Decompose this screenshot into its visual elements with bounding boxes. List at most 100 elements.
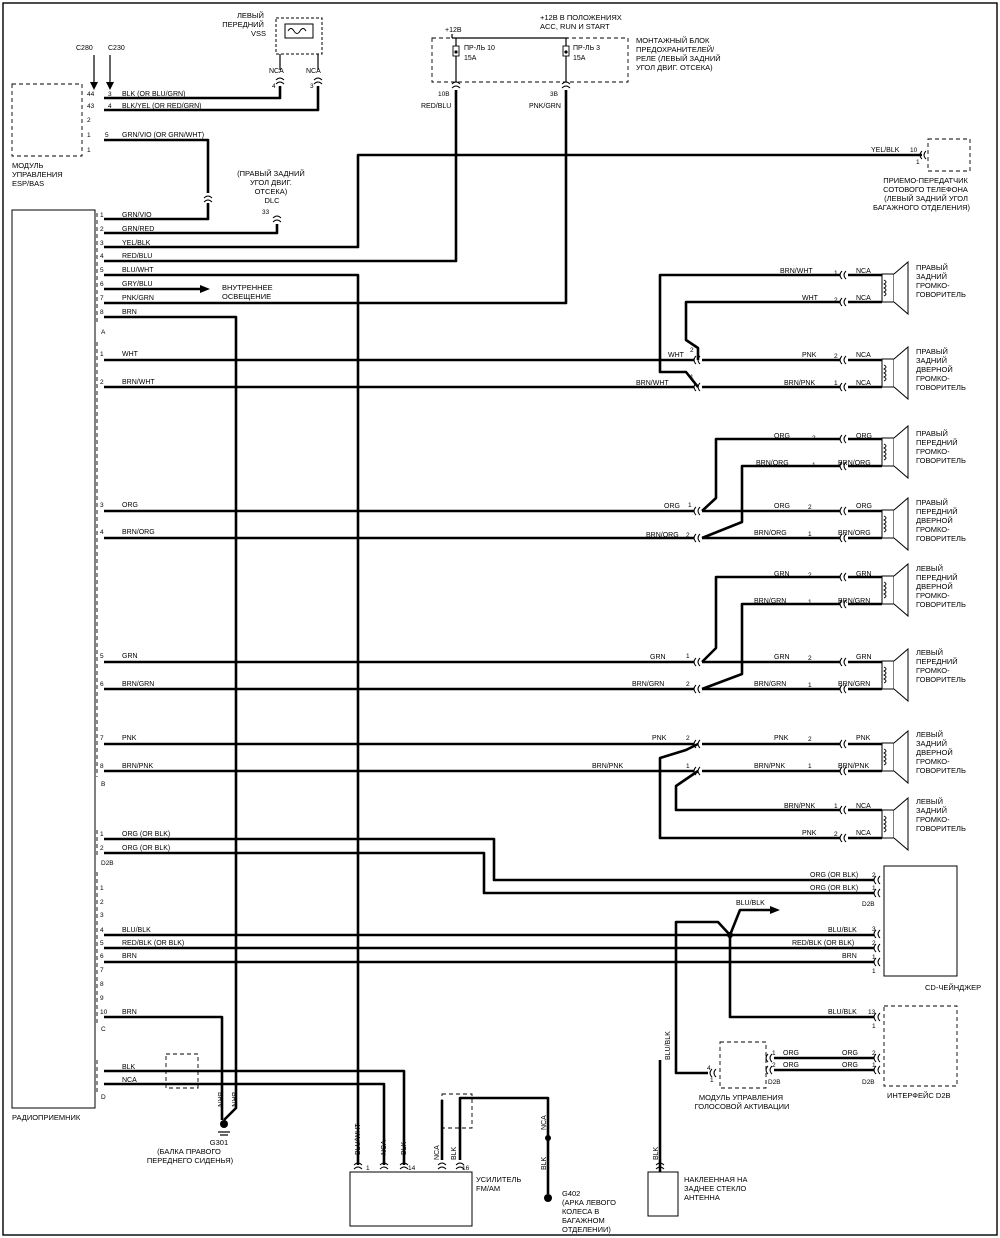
svg-text:BRN/WHT: BRN/WHT	[122, 379, 155, 386]
speaker-icon-rf	[881, 425, 909, 479]
lf-brn-grn-end: BRN/GRN	[838, 681, 870, 688]
wire-rf-org	[701, 437, 840, 512]
rrd-pnk-label: PNK	[802, 352, 817, 359]
amplifier-label: УСИЛИТЕЛЬ FM/AM	[476, 1175, 523, 1193]
fuse-block-label: МОНТАЖНЫЙ БЛОК ПРЕДОХРАНИТЕЛЕЙ/ РЕЛЕ (ЛЕ…	[636, 36, 723, 72]
svg-text:1: 1	[100, 212, 104, 219]
svg-text:2: 2	[100, 845, 104, 852]
svg-text:BLU/WHT: BLU/WHT	[122, 267, 154, 274]
conn-d2b-label: D2B	[101, 860, 114, 867]
svg-text:3: 3	[100, 240, 104, 247]
inline-pin-numbers: 21 12 12 21	[686, 347, 694, 770]
d2b-blu-blk-label: BLU/BLK	[828, 1009, 857, 1016]
conn-b-label: B	[101, 781, 105, 788]
lfd-grn-label: GRN	[774, 571, 790, 578]
svg-text:1: 1	[100, 351, 104, 358]
d2b-pin-1b: 1	[872, 1062, 876, 1069]
cd-blu-blk-label: BLU/BLK	[828, 927, 857, 934]
svg-text:3: 3	[108, 91, 112, 98]
lr-nca-2: NCA	[856, 830, 871, 837]
svg-text:2: 2	[100, 379, 104, 386]
voice-pin-r1: 1	[772, 1050, 776, 1057]
lf-brn-grn-label: BRN/GRN	[754, 681, 786, 688]
voice-pin-r2: 2	[772, 1062, 776, 1069]
blu-blk-arrow-label: BLU/BLK	[736, 900, 765, 907]
svg-text:9: 9	[100, 995, 104, 1002]
svg-text:1: 1	[872, 968, 876, 975]
brn-pnk-inline-label: BRN/PNK	[592, 763, 623, 770]
amp-pin-1: 1	[366, 1165, 370, 1172]
d2b-pin-13: 13	[868, 1009, 876, 1016]
svg-text:2: 2	[808, 572, 812, 579]
wire-red-blu	[104, 90, 458, 263]
radio-receiver	[11, 209, 96, 1109]
speaker-icon-rrd	[881, 346, 909, 400]
svg-text:4: 4	[100, 253, 104, 260]
antenna-label: НАКЛЕЕННАЯ НА ЗАДНЕЕ СТЕКЛО АНТЕННА	[684, 1175, 750, 1202]
lfd-grn-end: GRN	[856, 571, 872, 578]
svg-text:2: 2	[834, 297, 838, 304]
svg-text:2: 2	[686, 532, 690, 539]
svg-text:7: 7	[100, 967, 104, 974]
cd-org-2-label: ORG (OR BLK)	[810, 885, 858, 892]
svg-text:5: 5	[100, 267, 104, 274]
amp-shield-box	[441, 1093, 473, 1129]
speaker-side-pins: 12 21 21 21 21 21 21 12	[808, 270, 838, 838]
amp-nca-2-label: NCA	[434, 1145, 441, 1160]
svg-text:BRN: BRN	[122, 1009, 137, 1016]
svg-text:1: 1	[834, 380, 838, 387]
svg-text:BLU/BLK: BLU/BLK	[122, 927, 151, 934]
svg-text:GRY/BLU: GRY/BLU	[122, 281, 153, 288]
fuse-bus	[451, 34, 568, 39]
g301-brn-1: BRN	[216, 1092, 223, 1107]
svg-text:3: 3	[100, 502, 104, 509]
rear-window-antenna	[647, 1171, 679, 1217]
lf-grn-label: GRN	[774, 654, 790, 661]
svg-text:43: 43	[87, 103, 95, 110]
speaker-rr-label: ПРАВЫЙ ЗАДНИЙ ГРОМКО- ГОВОРИТЕЛЬ	[916, 263, 966, 299]
svg-text:2: 2	[686, 735, 690, 742]
yel-blk-phone-label: YEL/BLK	[871, 147, 900, 154]
shield-ground-box	[165, 1053, 199, 1089]
wire-blu-blk-arrow	[728, 908, 770, 936]
wire-rr-brn-wht	[658, 273, 840, 388]
speaker-icon-lfd	[881, 563, 909, 617]
phone-pin-10: 10	[910, 147, 918, 154]
interior-light-arrow	[200, 285, 210, 293]
fuse3-pin: 3В	[550, 91, 558, 98]
svg-text:PNK: PNK	[122, 735, 137, 742]
svg-text:8: 8	[100, 763, 104, 770]
svg-text:BRN/PNK: BRN/PNK	[122, 763, 153, 770]
cd-changer	[883, 865, 958, 977]
svg-text:2: 2	[690, 347, 694, 354]
svg-text:2: 2	[686, 681, 690, 688]
svg-text:BRN/GRN: BRN/GRN	[122, 681, 154, 688]
svg-text:2: 2	[834, 831, 838, 838]
wht-inline-label: WHT	[668, 352, 685, 359]
svg-text:ORG (OR BLK): ORG (OR BLK)	[122, 845, 170, 852]
g301-brn-2: BRN	[230, 1092, 237, 1107]
d2b-pin-2: 2	[872, 1050, 876, 1057]
dlc-pin: 33	[262, 209, 270, 216]
speaker-lr-label: ЛЕВЫЙ ЗАДНИЙ ГРОМКО- ГОВОРИТЕЛЬ	[916, 797, 966, 833]
svg-text:BRN: BRN	[122, 953, 137, 960]
conn-c-label: C	[101, 1026, 106, 1033]
g402-blk-label: BLK	[541, 1156, 548, 1170]
rfd-brn-org-end: BRN/ORG	[838, 530, 871, 537]
voice-org-1-label: ORG	[783, 1050, 799, 1057]
speaker-side-connectors	[839, 270, 847, 843]
svg-text:4: 4	[100, 529, 104, 536]
d2b-interface	[883, 1005, 958, 1087]
wire-rr-wht	[684, 300, 840, 360]
vss-label: ЛЕВЫЙ ПЕРЕДНИЙ VSS	[222, 11, 266, 38]
svg-text:1: 1	[872, 954, 876, 961]
grn-inline-label: GRN	[650, 654, 666, 661]
rrd-nca-1: NCA	[856, 352, 871, 359]
speaker-end-wires	[848, 273, 882, 840]
voice-module-label: МОДУЛЬ УПРАВЛЕНИЯ ГОЛОСОВОЙ АКТИВАЦИИ	[695, 1093, 790, 1111]
lr-brn-pnk-label: BRN/PNK	[784, 803, 815, 810]
dlc-label: (ПРАВЫЙ ЗАДНИЙ УГОЛ ДВИГ. ОТСЕКА) DLC	[237, 169, 307, 205]
speaker-lrd-label: ЛЕВЫЙ ЗАДНИЙ ДВЕРНОЙ ГРОМКО- ГОВОРИТЕЛЬ	[916, 730, 966, 775]
